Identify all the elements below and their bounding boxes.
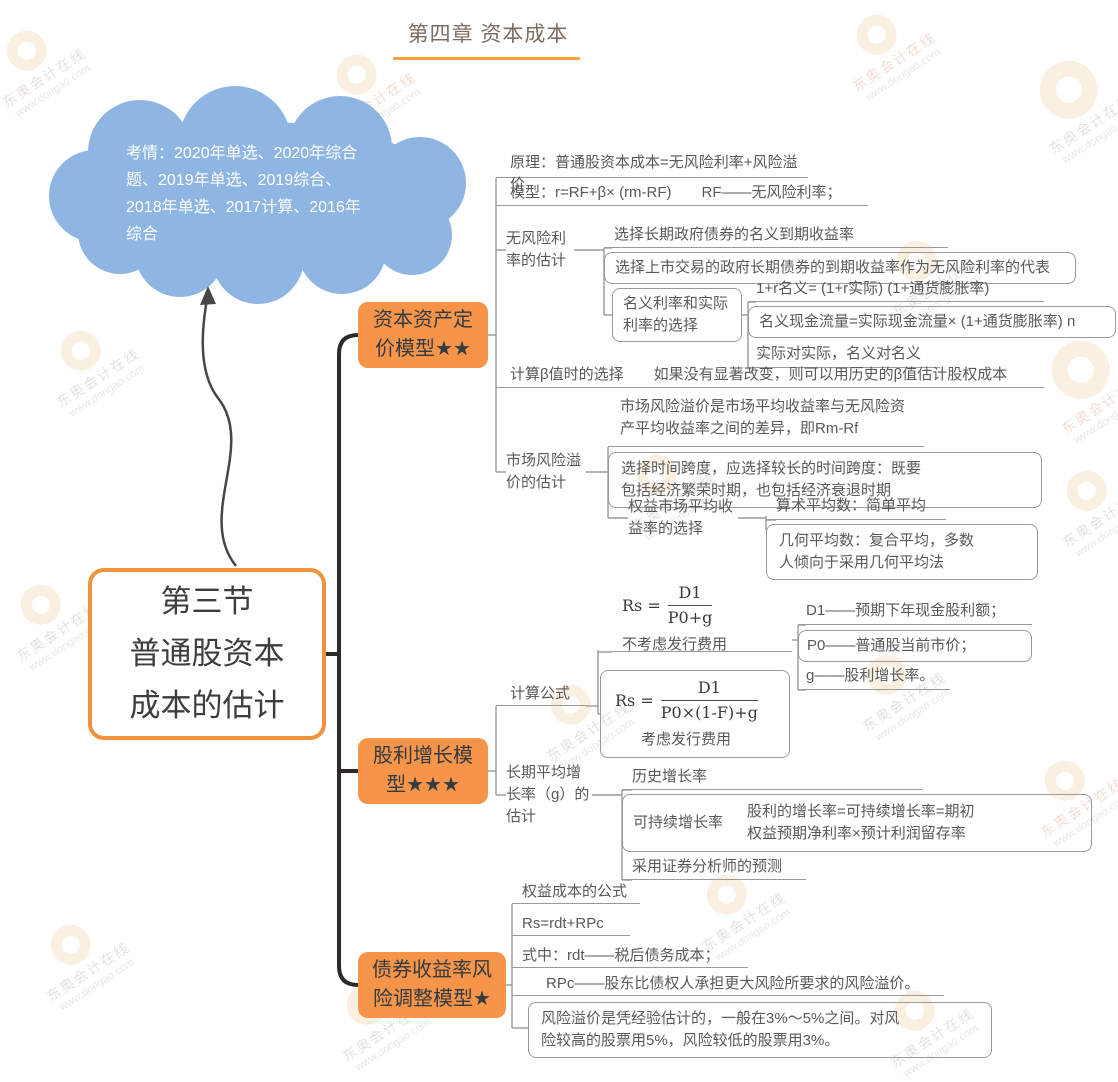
sustainable-growth-label: 可持续增长率 [633,814,724,831]
market-risk-premium-item-2: 选择时间跨度，应选择较长的时间跨度：既要包括经济繁荣时期，也包括经济衰退时期 [608,452,1042,508]
bond-rdt-note: 式中：rdt——税后债务成本； [512,944,748,968]
risk-free-rate-label: 无风险利率的估计 [506,230,567,269]
formula2-lhs: Rs = [615,690,654,710]
formula-without-flotation: Rs = D1 P0+g 不考虑发行费用 [612,580,792,653]
historical-growth-node: 历史增长率 [622,764,922,790]
capm-model-note: RF——无风险利率； [701,184,842,201]
term-g-node: g——股利增长率。 [798,662,950,690]
cloud-shape [49,86,466,304]
nominal-real-item-3: 实际对实际，名义对名义 [748,340,940,368]
market-risk-premium-label: 市场风险溢价的估计 [506,452,582,491]
formula1-note: 不考虑发行费用 [622,636,728,653]
risk-free-item-2: 选择上市交易的政府长期债券的到期收益率作为无风险利率的代表 [604,252,1076,284]
term-d1-node: D1——预期下年现金股利额； [798,598,1032,625]
nominal-real-item-2: 名义现金流量=实际现金流量× (1+通货膨胀率) n [748,306,1116,338]
sustainable-growth-note: 股利的增长率=可持续增长率=期初权益预期净利率×预计利润留存率 [747,803,975,842]
market-risk-premium-item-1: 市场风险溢价是市场平均收益率与无风险资产平均收益率之间的差异，即Rm-Rf [608,394,924,447]
risk-free-item-1: 选择长期政府债券的名义到期收益率 [604,222,948,248]
formula1-fraction: D1 P0+g [667,583,713,627]
bond-risk-premium-note: 风险溢价是凭经验估计的，一般在3%～5%之间。对风险较高的股票用5%，风险较低的… [528,1002,992,1058]
capm-model-formula: 模型：r=RF+β× (rm-RF) [510,184,672,201]
capm-principle-node: 原理：普通股资本成本=无风险利率+风险溢价 [496,150,808,193]
beta-choice-label: 计算β值时的选择 [510,366,624,383]
title-underline [393,57,580,60]
formula2-note: 考虑发行费用 [641,731,732,748]
calc-formula-label: 计算公式 [496,682,586,706]
term-p0-node: P0——普通股当前市价； [798,630,1032,662]
long-term-growth-label: 长期平均增 长率（g）的 估计 [506,764,590,825]
nominal-vs-real-label: 名义利率和实际利率的选择 [612,288,742,342]
equity-market-return-label: 权益市场平均收益率的选择 [628,498,734,537]
bond-equity-cost-formula-label: 权益成本的公式 [512,880,640,904]
formula1-lhs: Rs = [622,595,661,615]
capm-model-formula-node: 模型：r=RF+β× (rm-RF) RF——无风险利率； [496,180,868,206]
formula-with-flotation: Rs = D1 P0×(1-F)+g 考虑发行费用 [600,670,790,758]
analyst-forecast-node: 采用证券分析师的预测 [622,854,806,880]
branch-bond-yield-risk-adjust-model: 债券收益率风 险调整模型★ [358,952,506,1018]
beta-choice-note: 如果没有显著改变，则可以用历史的β值估计股权成本 [653,366,1008,383]
branch-dividend-growth-model: 股利增长模 型★★★ [358,738,488,804]
beta-choice-node: 计算β值时的选择 如果没有显著改变，则可以用历史的β值估计股权成本 [496,362,1044,388]
bond-rpc-note: RPc——股东比债权人承担更大风险所要求的风险溢价。 [512,972,944,996]
sustainable-growth-node: 可持续增长率 股利的增长率=可持续增长率=期初权益预期净利率×预计利润留存率 [622,794,1092,852]
mindmap-connector-canvas [49,86,806,1029]
branch-capm-model: 资本资产定 价模型★★ [358,302,488,368]
main-trunk-lines [324,333,360,987]
bond-formula-node: Rs=rdt+RPc [512,912,630,936]
arithmetic-mean-node: 算术平均数：简单平均 [766,492,946,520]
nominal-real-item-1: 1+r名义= (1+r实际) (1+通货膨胀率) [748,276,1044,302]
exam-info-cloud: 考情：2020年单选、2020年综合 题、2019年单选、2019综合、 201… [126,145,361,243]
formula2-fraction: D1 P0×(1-F)+g [660,678,758,722]
page-title: 第四章 资本成本 [407,23,569,46]
root-topic: 第三节 普通股资本 成本的估计 [88,568,326,740]
cloud-arrow [200,286,237,567]
geometric-mean-node: 几何平均数：复合平均，多数人倾向于采用几何平均法 [766,524,1038,580]
